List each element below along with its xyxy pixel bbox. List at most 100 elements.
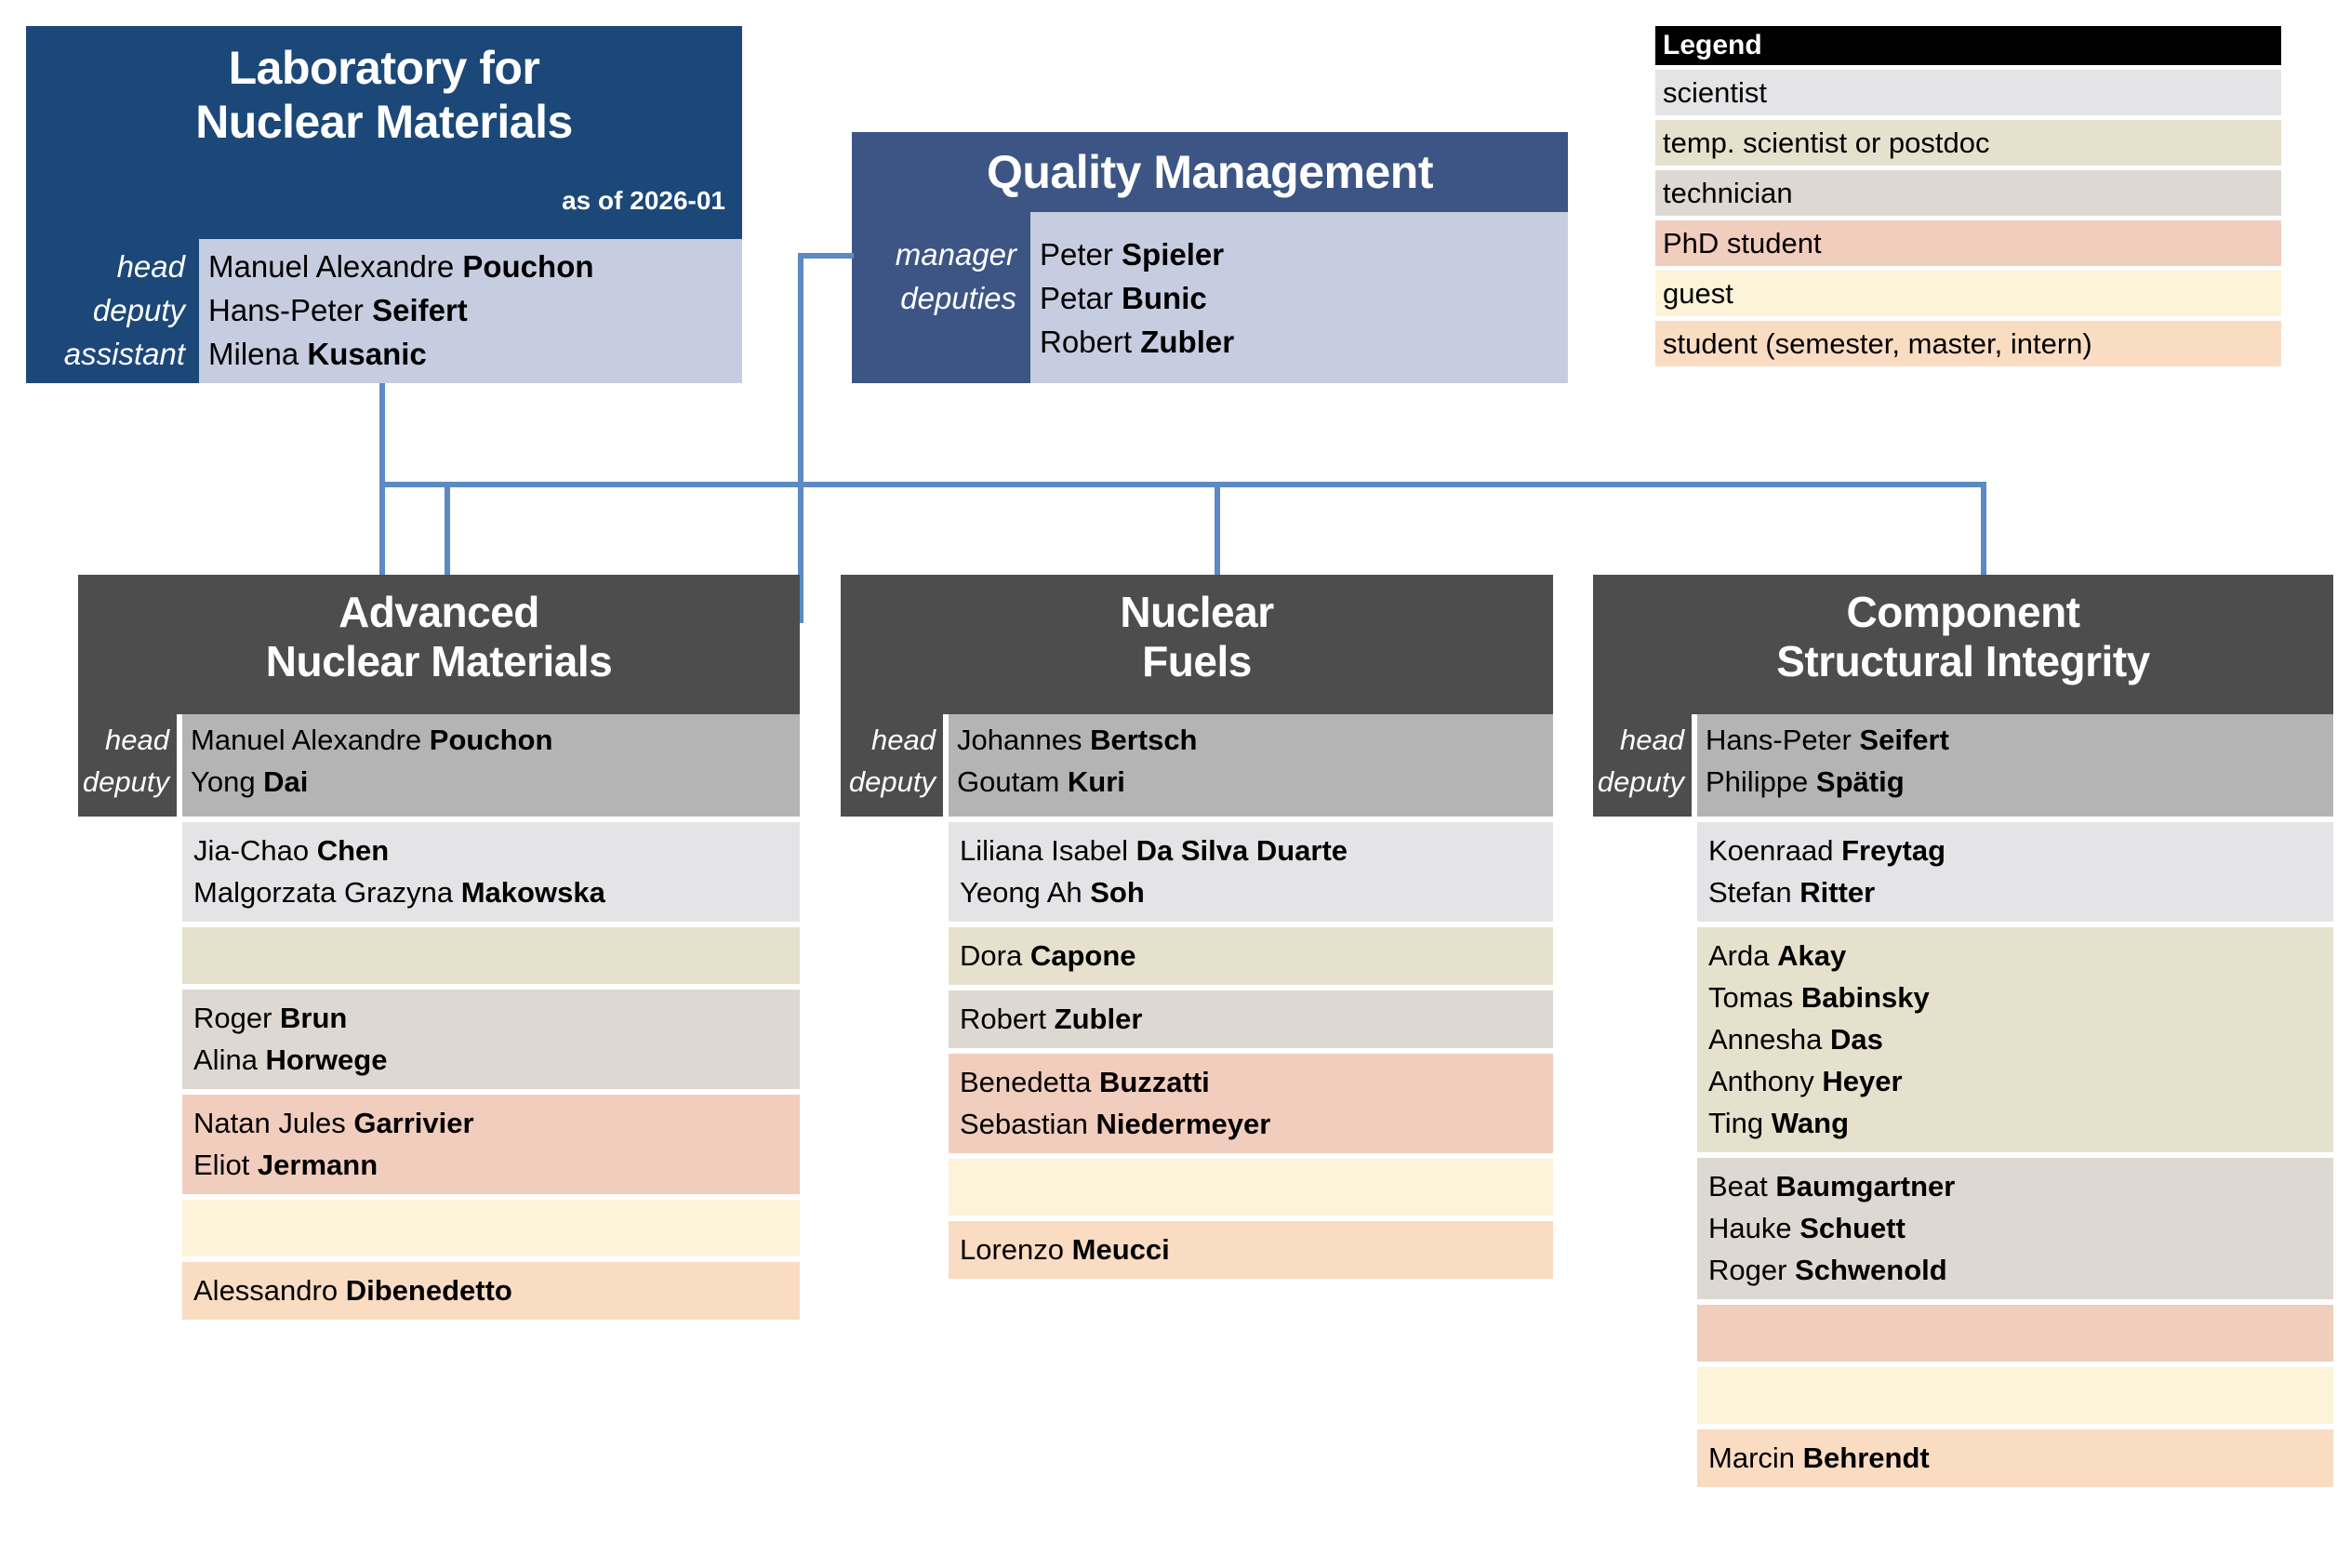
group-title-line1: Nuclear [1120,588,1274,636]
member-name: Ting Wang [1708,1107,1850,1139]
member-name: Anthony Heyer [1708,1065,1903,1097]
member-name: Liliana Isabel Da Silva Duarte [960,834,1348,867]
member-name: Benedetta Buzzatti [960,1066,1210,1098]
member-name: Yeong Ah Soh [960,876,1145,909]
member-category-temp-scientist-or-postdoc: Dora Capone [949,927,1553,985]
member-name: Roger Schwenold [1708,1254,1947,1286]
connector-branch-advanced [445,482,450,578]
connector-qm-stem [798,253,803,623]
member-name: Robert Zubler [960,1003,1143,1035]
member-category-student-semester-master-intern: Marcin Behrendt [1697,1429,2333,1487]
connector-branch-fuels [1215,482,1220,578]
legend-label: student (semester, master, intern) [1663,327,2092,360]
legend-label: PhD student [1663,227,1822,259]
laboratory-people-list: Manuel Alexandre Pouchon Hans-Peter Seif… [199,239,742,383]
laboratory-head-name: Manuel Alexandre Pouchon [208,249,594,284]
laboratory-assistant-name: Milena Kusanic [208,337,427,371]
member-name: Alessandro Dibenedetto [193,1274,512,1307]
group-role-labels: head deputy [841,714,943,817]
member-name: Tomas Babinsky [1708,981,1930,1014]
member-name: Eliot Jermann [193,1149,378,1181]
group-head-name: Manuel Alexandre Pouchon [191,724,553,756]
legend-row-phd-student: PhD student [1655,220,2281,266]
member-category-guest [182,1200,800,1256]
member-category-technician: Robert Zubler [949,990,1553,1048]
connector-lab-stem [379,383,385,623]
group-title-line2: Structural Integrity [1776,637,2150,686]
group-role-labels: head deputy [1593,714,1692,817]
legend-row-student-semester-master-intern: student (semester, master, intern) [1655,321,2281,366]
legend-row-temp-scientist-or-postdoc: temp. scientist or postdoc [1655,120,2281,166]
member-category-phd-student [1697,1305,2333,1362]
role-label-head: head [871,724,936,756]
member-name: Stefan Ritter [1708,876,1876,909]
legend-rows: scientist temp. scientist or postdoc techn… [1655,70,2281,366]
group-title-line2: Nuclear Materials [265,637,613,686]
legend-label: guest [1663,277,1733,310]
role-label-deputy: deputy [1597,765,1684,798]
member-category-guest [1697,1367,2333,1424]
group-head-name: Johannes Bertsch [957,724,1198,756]
quality-management-role-labels: manager deputies [852,212,1025,383]
role-label-manager: manager [895,237,1016,272]
member-name: Beat Baumgartner [1708,1170,1956,1203]
legend-label: temp. scientist or postdoc [1663,126,1990,159]
connector-qm-horizontal [798,253,854,259]
member-name: Sebastian Niedermeyer [960,1108,1271,1140]
role-label-deputy: deputy [92,293,185,327]
member-category-student-semester-master-intern: Lorenzo Meucci [949,1221,1553,1279]
quality-management-box: Quality Management manager deputies Pete… [852,132,1568,383]
laboratory-as-of-date: as of 2026-01 [562,186,725,215]
member-name: Roger Brun [193,1002,348,1034]
member-name: Marcin Behrendt [1708,1442,1930,1474]
legend-label: scientist [1663,76,1767,109]
member-name: Alina Horwege [193,1043,388,1076]
member-name: Malgorzata Grazyna Makowska [193,876,605,909]
group-deputy-name: Yong Dai [191,765,309,798]
role-label-deputy: deputy [848,765,936,798]
member-name: Annesha Das [1708,1023,1883,1056]
group-title-line2: Fuels [1142,637,1252,686]
connector-branch-component [1981,482,1986,578]
role-label-deputy: deputy [82,765,169,798]
member-name: Arda Akay [1708,939,1847,972]
laboratory-title-line1: Laboratory for [228,42,540,94]
member-category-guest [949,1159,1553,1216]
role-label-head: head [116,249,185,284]
role-label-head: head [1620,724,1684,756]
legend-label: technician [1663,177,1793,209]
laboratory-title-line2: Nuclear Materials [195,96,573,148]
legend-title: Legend [1663,30,1762,60]
legend-row-guest: guest [1655,271,2281,316]
connector-main-bus [379,482,1986,487]
quality-management-people-list: Peter Spieler Petar Bunic Robert Zubler [1030,212,1568,383]
member-name: Koenraad Freytag [1708,834,1946,867]
group-deputy-name: Goutam Kuri [957,765,1125,798]
group-head-name: Hans-Peter Seifert [1706,724,1949,756]
quality-management-title: Quality Management [987,146,1434,198]
legend-row-technician: technician [1655,170,2281,216]
member-name: Natan Jules Garrivier [193,1107,474,1139]
quality-deputy-name-1: Petar Bunic [1040,281,1207,315]
